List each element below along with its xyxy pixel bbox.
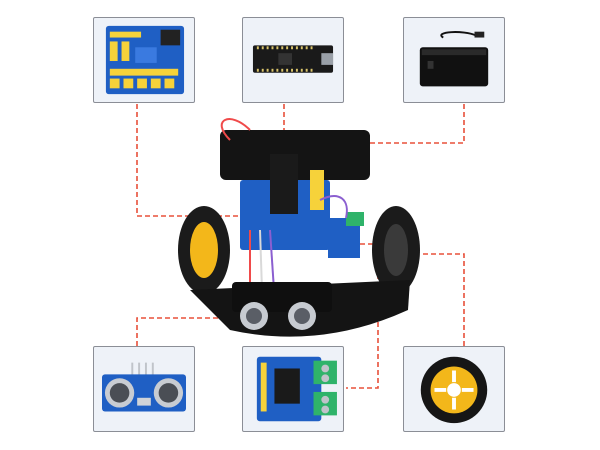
panel-motor-driver	[242, 346, 344, 432]
expansion-shield-on-car	[240, 180, 330, 250]
ultrasonic-sensor-icon	[102, 362, 186, 412]
panel-nano-board	[242, 17, 344, 103]
wheel-icon	[420, 356, 488, 424]
panel-ultrasonic-sensor	[93, 346, 195, 432]
expansion-shield-icon	[105, 25, 185, 95]
panel-battery-box	[403, 17, 505, 103]
battery-box-icon	[419, 31, 489, 87]
nano-board-icon	[252, 45, 334, 73]
nano-on-car	[270, 154, 298, 214]
assembled-robot-car	[178, 118, 420, 337]
panel-wheel	[403, 346, 505, 432]
panel-expansion-shield	[93, 17, 195, 103]
motor-driver-icon	[256, 356, 337, 422]
